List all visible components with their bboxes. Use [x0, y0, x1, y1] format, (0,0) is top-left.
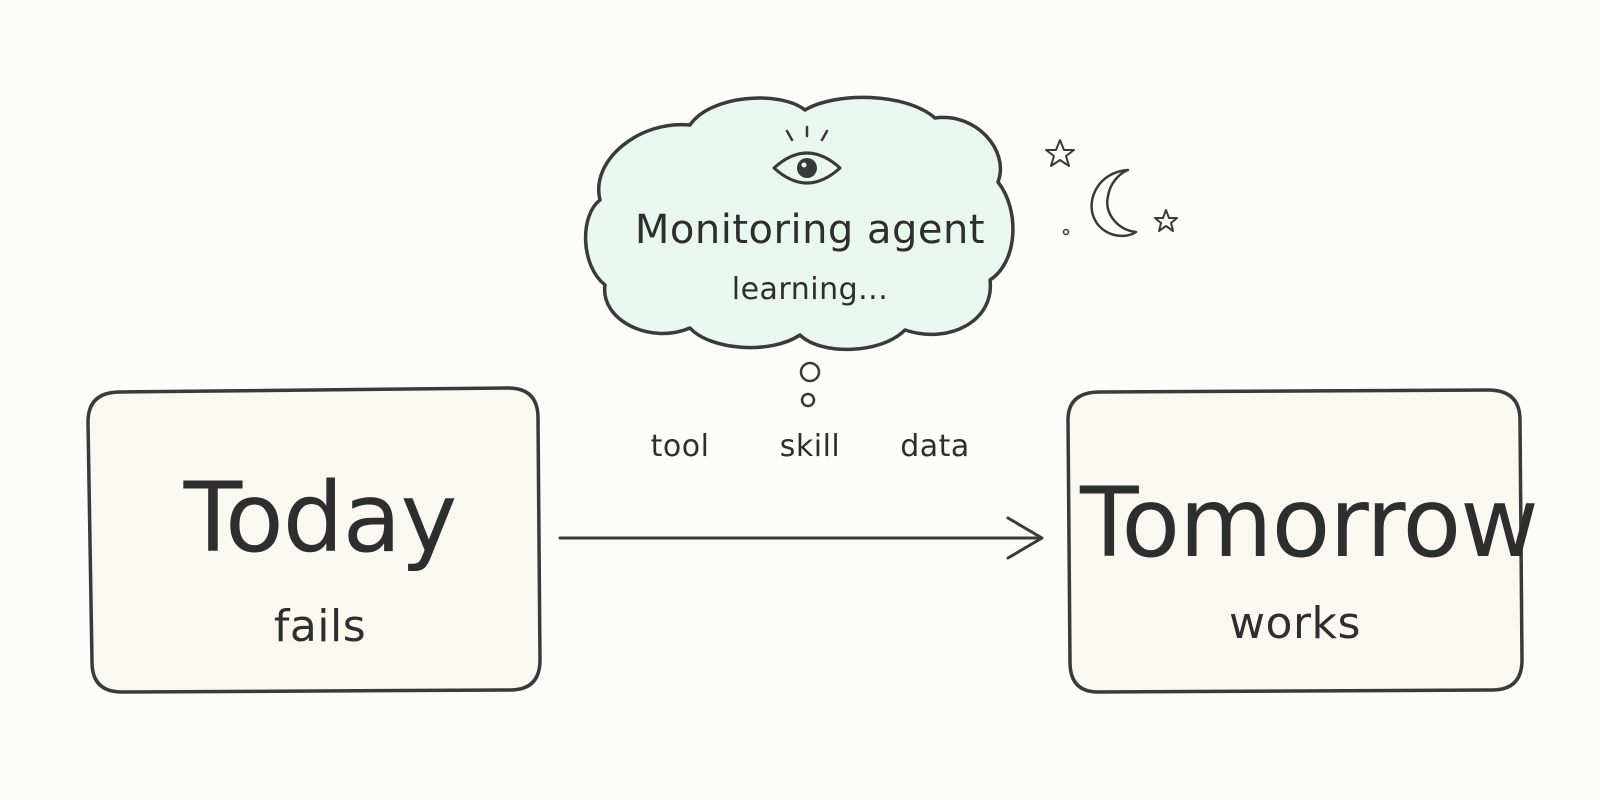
today-title: Today — [183, 462, 458, 574]
moon-icon — [1090, 168, 1138, 238]
eye-icon — [772, 125, 842, 185]
thought-cloud — [583, 95, 1015, 352]
cloud-title: Monitoring agent — [634, 207, 986, 253]
star-icon — [1045, 139, 1075, 167]
tomorrow-title: Tomorrow — [1080, 467, 1539, 579]
artifact-label-data: data — [900, 429, 970, 464]
dot-icon — [1062, 228, 1070, 236]
thought-bubble-large — [799, 361, 821, 383]
today-subtitle: fails — [273, 601, 367, 652]
today-box — [86, 386, 542, 694]
tomorrow-box — [1066, 388, 1524, 694]
artifact-label-tool: tool — [650, 429, 710, 464]
tomorrow-subtitle: works — [1229, 598, 1361, 649]
cloud-subtitle: learning... — [731, 272, 889, 307]
artifact-label-skill: skill — [779, 429, 841, 464]
arrow — [558, 516, 1044, 560]
thought-bubble-small — [800, 392, 816, 408]
star-icon — [1154, 209, 1178, 232]
